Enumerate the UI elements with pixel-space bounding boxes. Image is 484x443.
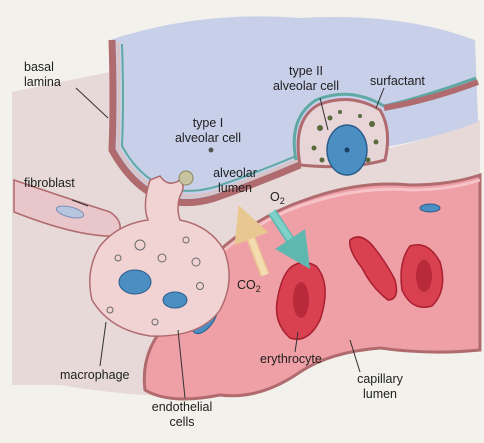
- type-ii-nucleolus: [345, 148, 350, 153]
- label-o2: O2: [270, 190, 285, 209]
- label-co2: CO2: [237, 278, 261, 297]
- label-endothelial-cells: endothelial cells: [134, 400, 230, 430]
- label-alveolar-lumen: alveolar lumen: [200, 166, 270, 196]
- label-basal-lamina: basal lamina: [24, 60, 61, 90]
- erythrocyte-center: [293, 282, 309, 318]
- label-o2-text: O: [270, 190, 280, 204]
- label-capillary-lumen: capillary lumen: [342, 372, 418, 402]
- label-fibroblast: fibroblast: [24, 176, 75, 191]
- label-erythrocyte: erythrocyte: [260, 352, 322, 367]
- macrophage-nucleus-2: [163, 292, 187, 308]
- macrophage-nucleus-1: [119, 270, 151, 294]
- label-co2-text: CO: [237, 278, 256, 292]
- label-type-i-alveolar-cell: type I alveolar cell: [158, 116, 258, 146]
- erythrocyte-back-2-center: [416, 260, 432, 292]
- label-o2-subscript: 2: [280, 196, 285, 206]
- label-type-ii-alveolar-cell: type II alveolar cell: [254, 64, 358, 94]
- label-macrophage: macrophage: [60, 368, 130, 383]
- label-co2-subscript: 2: [256, 284, 261, 294]
- type-i-pointer-dot: [209, 148, 214, 153]
- label-surfactant: surfactant: [370, 74, 425, 89]
- endothelial-nucleus-2: [420, 204, 440, 212]
- alveolar-particle: [179, 171, 193, 185]
